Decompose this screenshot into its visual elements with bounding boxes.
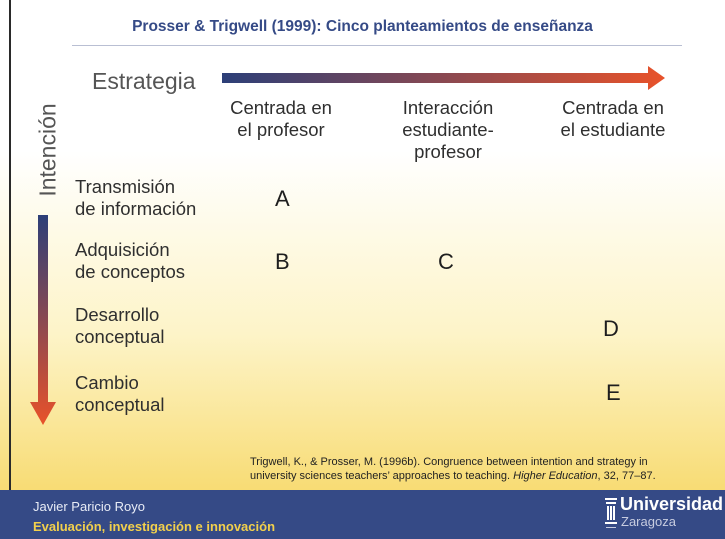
title-divider	[72, 45, 682, 46]
cell-letter-c: C	[438, 249, 454, 274]
left-border-line	[9, 0, 11, 490]
row-header-change: Cambio conceptual	[75, 372, 165, 415]
column-header-teacher-centred: Centrada en el profesor	[230, 97, 332, 140]
cell-letter-e: E	[606, 380, 621, 405]
citation: Trigwell, K., & Prosser, M. (1996b). Con…	[250, 456, 656, 483]
university-city: Zaragoza	[621, 514, 676, 529]
column-header-student-centred: Centrada en el estudiante	[560, 97, 666, 140]
slide-title: Prosser & Trigwell (1999): Cinco plantea…	[132, 18, 593, 35]
footer-author: Javier Paricio Royo	[33, 499, 145, 514]
footer-subtitle: Evaluación, investigación e innovación	[33, 519, 276, 534]
intention-arrow	[30, 215, 56, 425]
cell-letter-b: B	[275, 249, 290, 274]
footer-bar: Javier Paricio Royo Evaluación, investig…	[0, 490, 725, 539]
column-header-interaction: Interacción estudiante- profesor	[402, 97, 494, 162]
citation-journal: Higher Education	[513, 469, 598, 482]
citation-line-1: Trigwell, K., & Prosser, M. (1996b). Con…	[250, 456, 648, 468]
row-header-acquisition: Adquisición de conceptos	[75, 239, 186, 282]
citation-line-2: university sciences teachers’ approaches…	[250, 470, 656, 484]
strategy-axis-label: Estrategia	[92, 68, 196, 94]
citation-line-2-suffix: , 32, 77–87.	[597, 469, 656, 482]
cell-letter-d: D	[603, 316, 619, 341]
cell-letter-a: A	[275, 186, 290, 211]
strategy-arrow	[222, 66, 665, 90]
university-building-icon	[605, 498, 617, 528]
row-header-development: Desarrollo conceptual	[75, 304, 165, 347]
row-header-transmission: Transmisión de información	[75, 176, 197, 219]
university-name: Universidad	[620, 494, 724, 514]
intention-axis-label: Intención	[34, 103, 61, 197]
citation-line-2-prefix: university sciences teachers’ approaches…	[250, 469, 514, 482]
